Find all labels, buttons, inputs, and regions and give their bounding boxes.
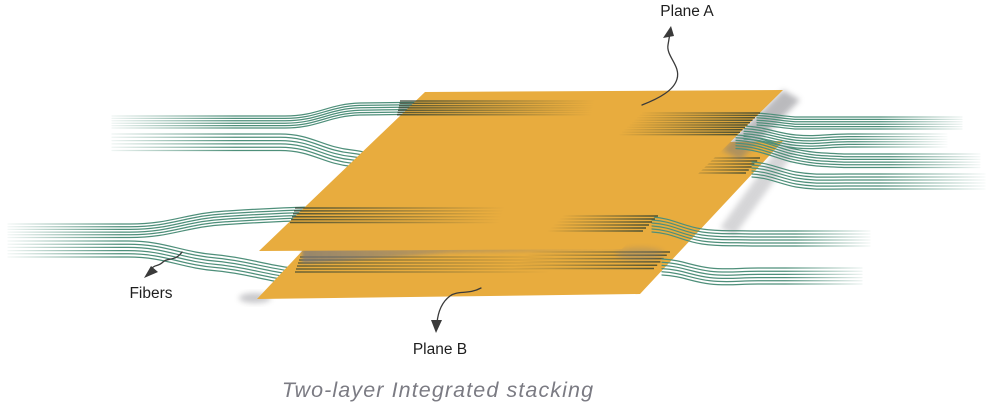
fiber-streaks-on-a-top-right (619, 112, 760, 136)
fiber-streaks-on-a-bottom-right (545, 215, 658, 232)
plane-a-bottom-shadow (302, 248, 620, 263)
fiber-bundle-left-middle-lower (7, 240, 331, 290)
fiber-bundle-right-top-1 (756, 112, 963, 130)
plane-b-arrow (431, 287, 482, 333)
fiber-bundle-right-top-4 (751, 161, 986, 190)
fiber-bundle-right-bottom-upper (651, 216, 871, 247)
plane-a-arrowhead (663, 26, 674, 38)
fiber-bundle-right-bottom-lower (661, 258, 863, 286)
plane-b-label: Plane B (413, 341, 467, 358)
fiber-bundle-left-top-upper (111, 101, 439, 129)
fiber-streaks-on-a-top-left (397, 100, 597, 116)
plane-a-corner-shadow (616, 248, 664, 260)
fiber-bundle-left-middle-upper (7, 205, 346, 239)
fiber-bundle-right-top-3 (735, 134, 981, 169)
fiber-bundle-right-top-2 (743, 125, 948, 150)
fibers-arrowhead (144, 266, 158, 278)
plane-b-arrowhead (431, 320, 442, 333)
plane-a-arrow (641, 26, 679, 106)
fibers-label: Fibers (129, 285, 172, 302)
diagram-caption: Two-layer Integrated stacking (282, 378, 594, 402)
plane-a-label: Plane A (660, 3, 714, 20)
fibers-arrow (144, 251, 183, 278)
fiber-streaks-on-a-mid-left (290, 207, 508, 224)
plane-b-right-shadow (720, 141, 797, 235)
